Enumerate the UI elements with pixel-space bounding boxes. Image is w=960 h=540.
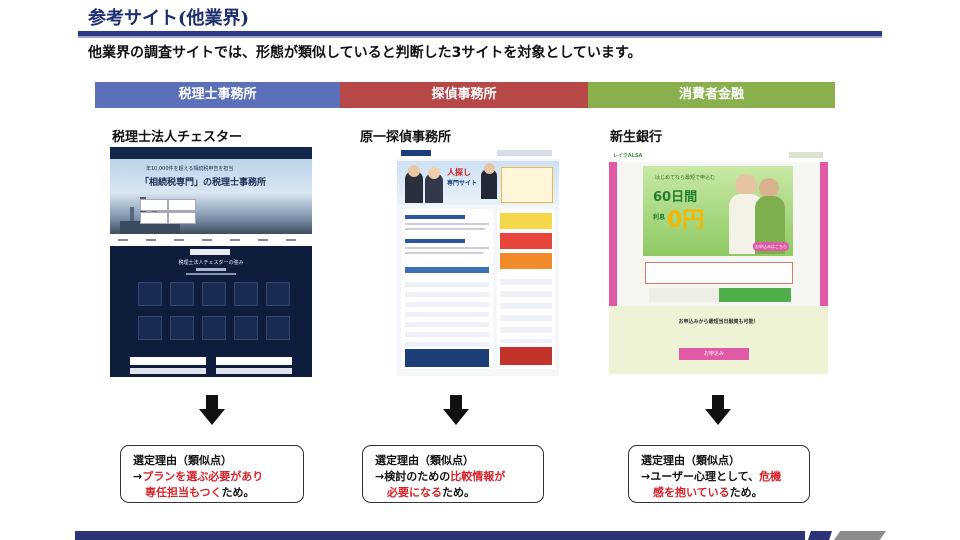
category-band-tax: 税理士事務所 xyxy=(95,82,340,108)
site-screenshot-chester: 年10,000件を超える相続税申告を担当 「相続税専門」の税理士事務所 税理士法… xyxy=(110,147,312,377)
lead-text: 他業界の調査サイトでは、形態が類似していると判断した3サイトを対象としています。 xyxy=(88,45,642,61)
harada-hero-badge: 人探し xyxy=(447,168,471,177)
reason-box-shinsei: 選定理由（類似点） →ユーザー心理として、危機 感を抱いているため。 xyxy=(628,445,810,503)
down-arrow-icon xyxy=(443,395,469,425)
reason-heading: 選定理由（類似点） xyxy=(133,454,232,467)
harada-hero: 人探し 専門サイト xyxy=(397,161,559,205)
reason-line-1: →プランを選ぶ必要があり xyxy=(133,470,264,483)
shinsei-logo: レイクALSA xyxy=(613,153,643,159)
title-rule xyxy=(78,31,882,36)
shinsei-hero-small: はじめてなら最短で申込む xyxy=(655,175,716,181)
title-rule-shadow xyxy=(78,36,882,38)
site-name-shinsei: 新生銀行 xyxy=(610,130,663,145)
chester-hero: 年10,000件を超える相続税申告を担当 「相続税専門」の税理士事務所 xyxy=(110,159,312,234)
footer-bar xyxy=(75,531,805,540)
reason-box-chester: 選定理由（類似点） →プランを選ぶ必要があり 専任担当もつくため。 xyxy=(120,445,304,503)
reason-line-2: 必要になるため。 xyxy=(387,486,475,499)
reason-line-1: →検討のための比較情報が xyxy=(375,470,506,483)
reason-heading: 選定理由（類似点） xyxy=(375,454,474,467)
shinsei-notice: お申込みから最短当日融資も可能！ xyxy=(678,319,759,325)
site-name-chester: 税理士法人チェスター xyxy=(112,130,243,145)
reason-line-2: 専任担当もつくため。 xyxy=(145,486,255,499)
chester-panel-title: 税理士法人チェスターの強み xyxy=(178,260,244,266)
site-screenshot-harada: 人探し 専門サイト xyxy=(397,147,559,376)
site-screenshot-shinsei: レイクALSA はじめてなら最短で申込む 60日間 利息 0円 お申込みはこちら… xyxy=(609,148,828,374)
shinsei-cta: お申込み xyxy=(679,348,749,360)
chester-feature-grid xyxy=(138,282,290,342)
shinsei-hero-button: お申込みはこちら xyxy=(753,242,789,251)
footer-accent-dark xyxy=(808,531,832,540)
page-title: 参考サイト(他業界) xyxy=(88,8,250,29)
chester-hero-line: 年10,000件を超える相続税申告を担当 xyxy=(146,166,234,172)
shinsei-lower: お申込みから最短当日融資も可能！ お申込み xyxy=(609,306,828,374)
down-arrow-icon xyxy=(705,395,731,425)
shinsei-hero-interest: 利息 xyxy=(653,214,666,221)
chester-nav xyxy=(110,234,312,246)
footer-accent-gray xyxy=(834,531,886,540)
down-arrow-icon xyxy=(199,395,225,425)
harada-main-column xyxy=(401,209,493,369)
reason-line-2: 感を抱いているため。 xyxy=(653,486,763,499)
reason-line-1: →ユーザー心理として、危機 xyxy=(641,470,782,483)
category-band-finance: 消費者金融 xyxy=(588,82,835,108)
site-name-harada: 原一探偵事務所 xyxy=(360,130,452,145)
chester-hero-main: 「相続税専門」の税理士事務所 xyxy=(140,178,267,188)
shinsei-hero-days: 60日間 xyxy=(653,190,698,205)
shinsei-hero: はじめてなら最短で申込む 60日間 利息 0円 お申込みはこちら xyxy=(643,166,793,256)
harada-hero-main: 専門サイト xyxy=(447,180,478,187)
category-band-detective: 探偵事務所 xyxy=(340,82,588,108)
reason-heading: 選定理由（類似点） xyxy=(641,454,740,467)
reason-box-harada: 選定理由（類似点） →検討のための比較情報が 必要になるため。 xyxy=(362,445,544,503)
harada-side-column xyxy=(497,209,555,369)
chester-topbar xyxy=(110,147,312,159)
shinsei-hero-zero: 0円 xyxy=(667,208,705,233)
